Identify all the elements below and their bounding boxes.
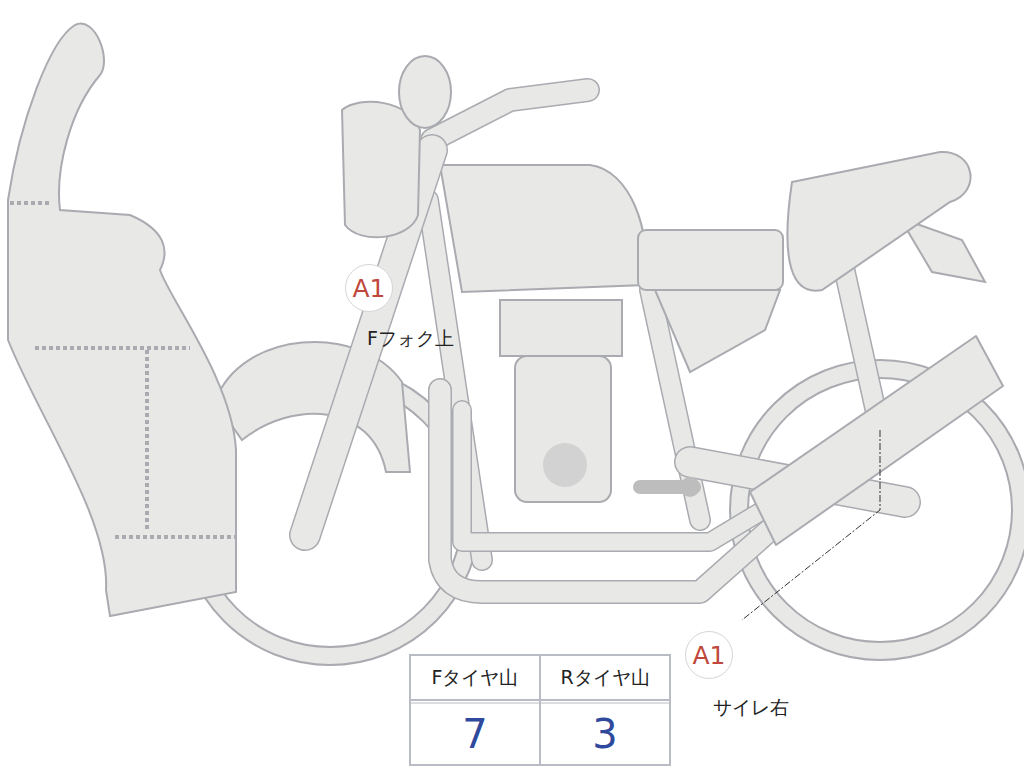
table-value: 7 [410,703,540,765]
table-header: Fタイヤ山 [410,655,540,700]
part-name: Fフォク上 [367,326,454,352]
callout-number: A1 [685,631,733,679]
callout-marker: A1サイレ右 [685,631,733,679]
callout-number: A1 [345,264,393,312]
table-value: 3 [540,703,670,765]
table-header: Rタイヤ山 [540,655,670,700]
callout-marker: A1Fフォク上 [345,264,393,312]
part-name: サイレ右 [713,695,789,721]
